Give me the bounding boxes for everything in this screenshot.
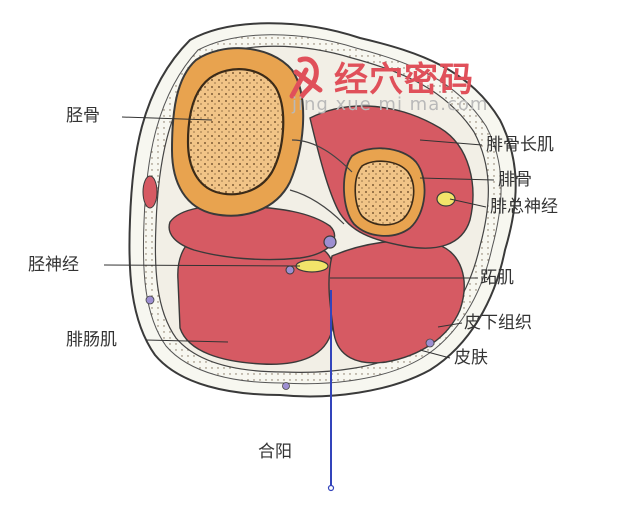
label-acupoint: 合阳 bbox=[258, 442, 292, 462]
septum-line bbox=[289, 189, 345, 225]
watermark-title: 经穴密码 bbox=[334, 60, 474, 100]
vessel-icon bbox=[282, 382, 290, 390]
vessel-icon bbox=[145, 295, 155, 305]
label-fibula: 腓骨 bbox=[498, 170, 532, 190]
small-muscle bbox=[142, 175, 158, 209]
label-tibial-nerve: 胫神经 bbox=[28, 255, 79, 275]
leader-lines bbox=[103, 116, 495, 359]
label-gastrocnemius: 腓肠肌 bbox=[66, 330, 117, 350]
watermark-logo-icon bbox=[289, 56, 323, 99]
label-common-peroneal-nerve: 腓总神经 bbox=[490, 197, 558, 217]
tibia-marrow-texture bbox=[188, 69, 284, 195]
needle-head-icon bbox=[327, 484, 335, 492]
label-hallux-muscle: 跖肌 bbox=[480, 268, 514, 288]
label-tibia: 胫骨 bbox=[66, 106, 100, 126]
label-peroneus-longus: 腓骨长肌 bbox=[486, 135, 554, 155]
septum-line bbox=[291, 139, 353, 173]
common-peroneal-nerve bbox=[436, 191, 456, 207]
vessel-icon bbox=[425, 338, 435, 348]
label-skin: 皮肤 bbox=[454, 348, 488, 368]
tibial-nerve bbox=[295, 259, 329, 273]
label-subcutaneous-tissue: 皮下组织 bbox=[464, 313, 532, 333]
fibula-marrow-texture bbox=[355, 161, 414, 225]
vessel-icon bbox=[323, 235, 337, 249]
watermark-url: jing xue mi ma.com bbox=[292, 94, 489, 115]
vessel-icon bbox=[285, 265, 295, 275]
